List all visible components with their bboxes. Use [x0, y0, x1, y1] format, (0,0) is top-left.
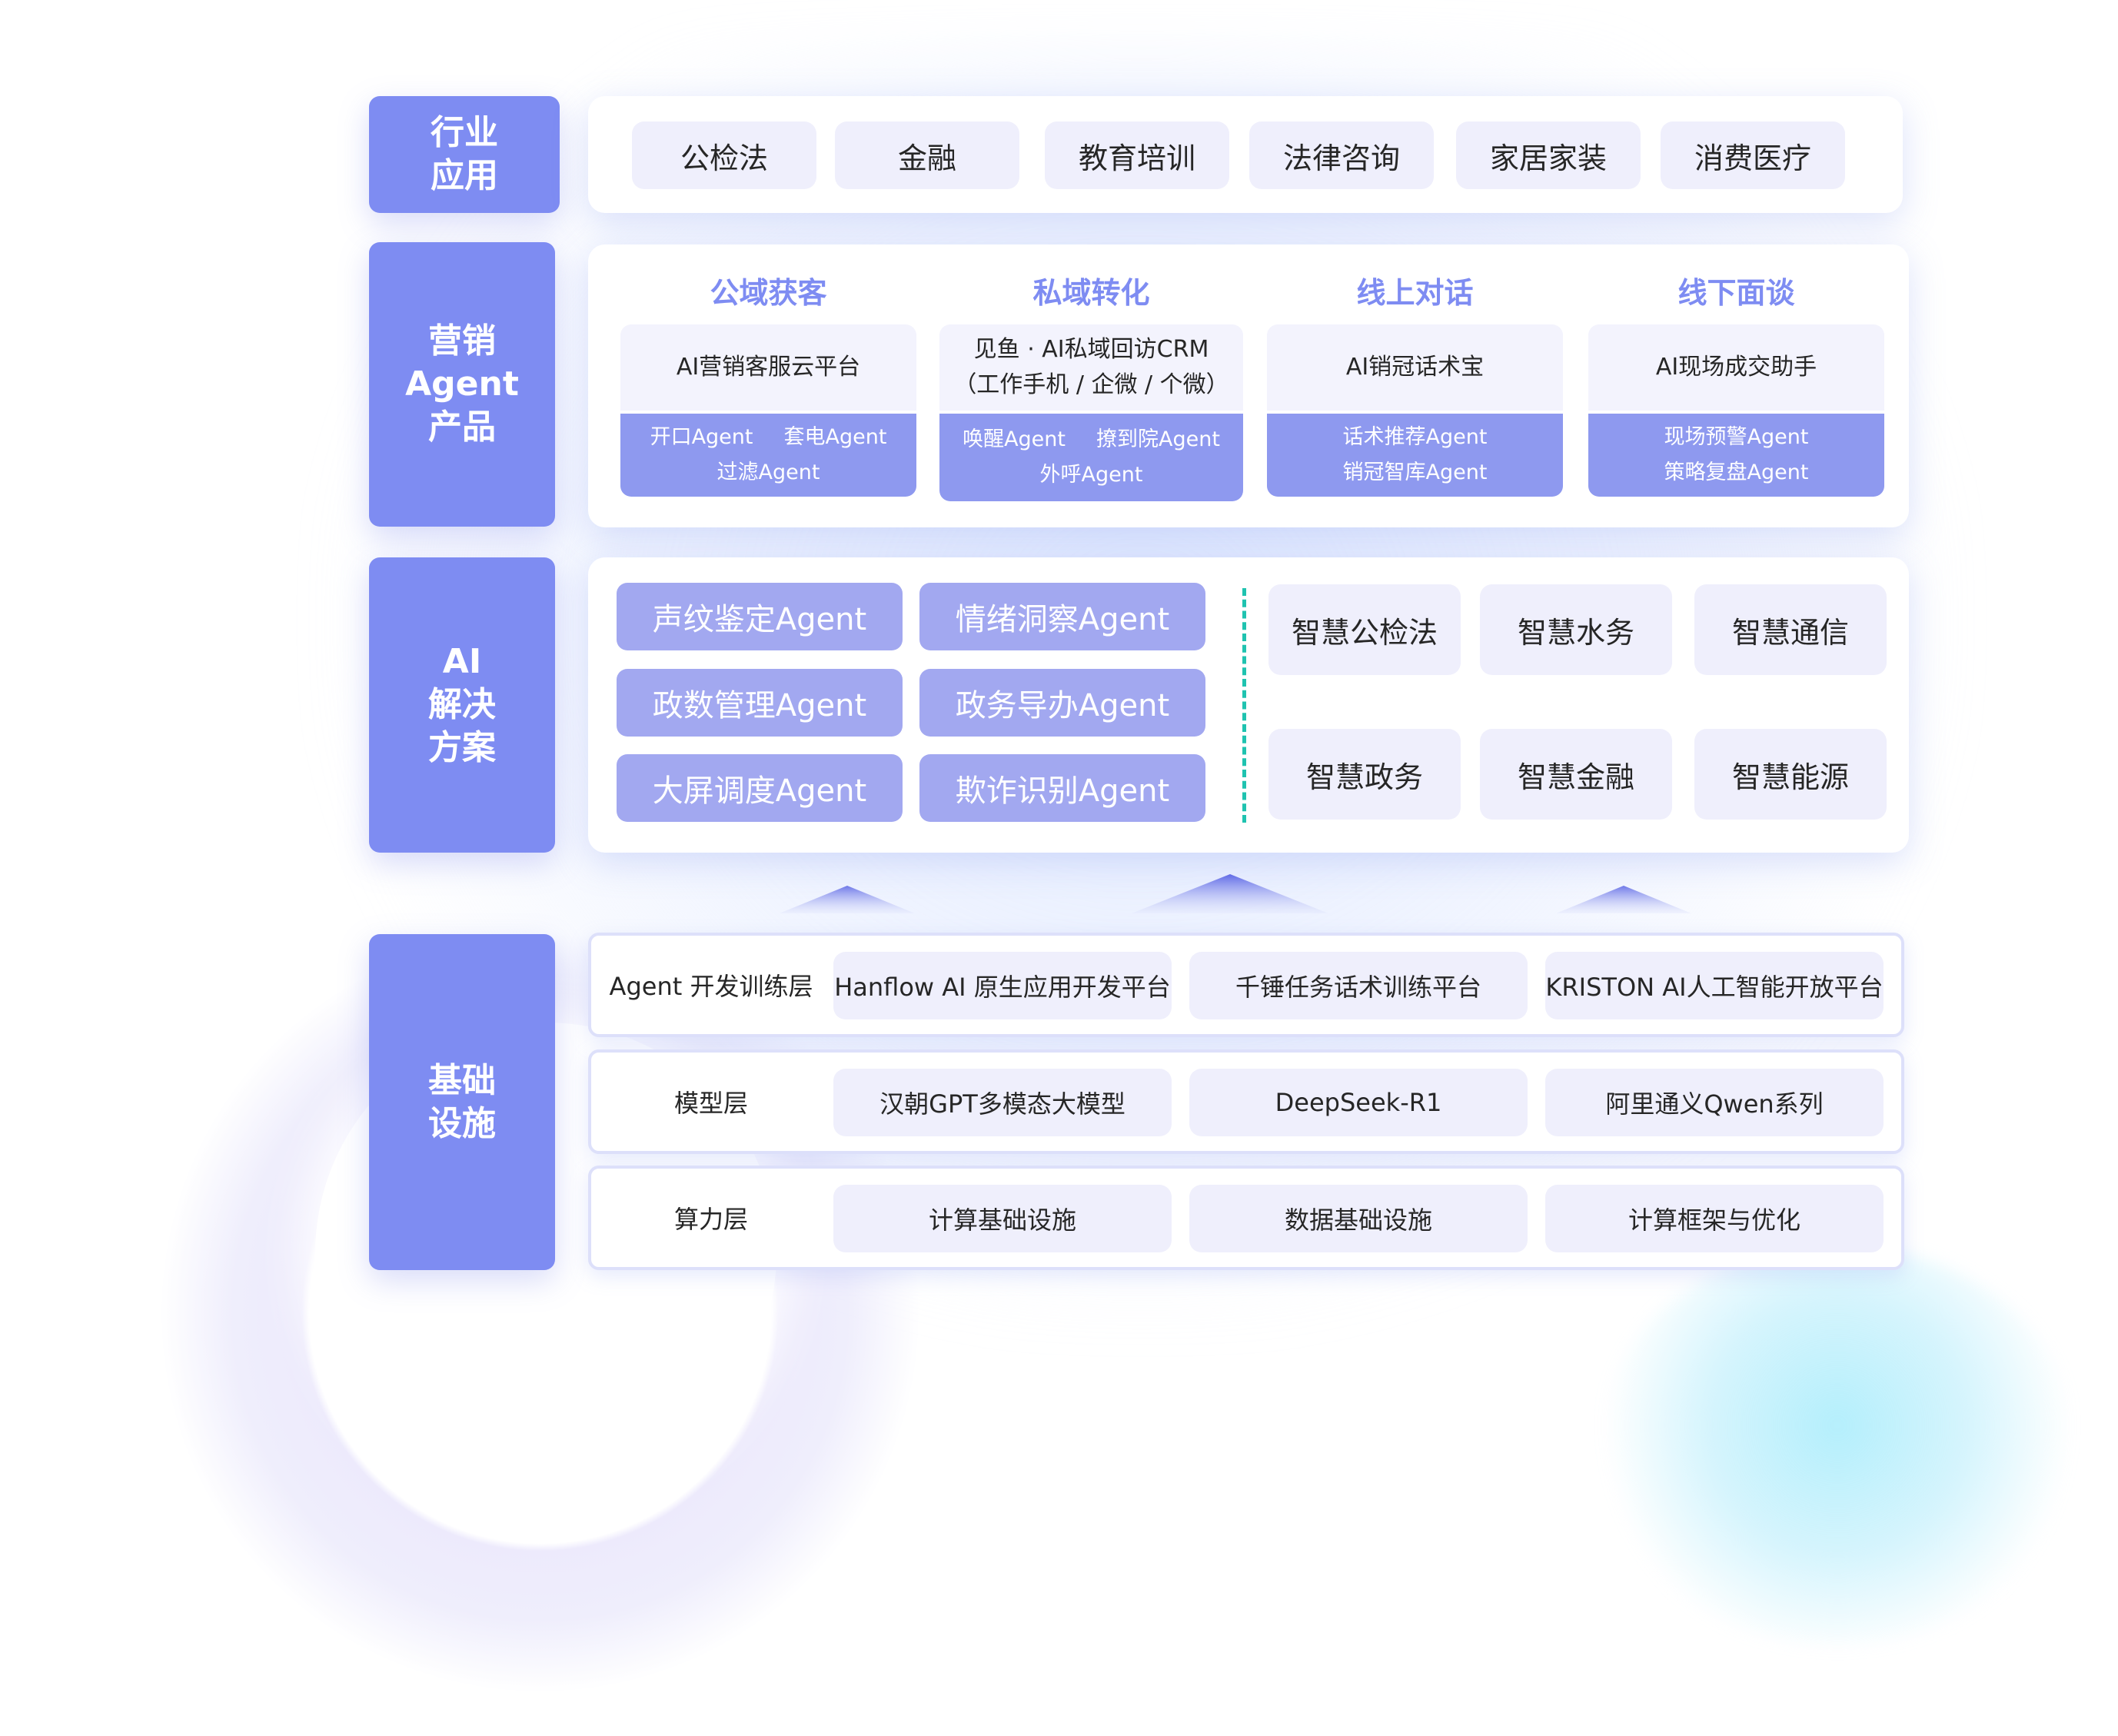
agent-tag: 外呼Agent — [1039, 463, 1143, 487]
product-subtitle: （工作手机 / 企微 / 个微） — [953, 371, 1229, 398]
smart-solution[interactable]: 智慧金融 — [1480, 729, 1672, 820]
agent-tag: 现场预警Agent — [1664, 425, 1809, 449]
smart-solution[interactable]: 智慧公检法 — [1268, 584, 1461, 675]
category-industry: 行业 应用 — [369, 96, 560, 213]
product-name: AI营销客服云平台 — [676, 354, 861, 381]
category-infrastructure: 基础 设施 — [369, 934, 555, 1270]
smart-solution[interactable]: 智慧通信 — [1694, 584, 1887, 675]
product-card-top[interactable]: AI现场成交助手 — [1588, 324, 1884, 411]
smart-solution[interactable]: 智慧能源 — [1694, 729, 1887, 820]
solution-agent[interactable]: 声纹鉴定Agent — [617, 583, 903, 650]
infra-row-label: Agent 开发训练层 — [609, 972, 813, 1001]
marketing-heading: 私域转化 — [1032, 276, 1150, 310]
solution-agent[interactable]: 欺诈识别Agent — [919, 754, 1205, 822]
marketing-heading: 线下面谈 — [1677, 276, 1795, 310]
infra-item[interactable]: Hanflow AI 原生应用开发平台 — [833, 952, 1172, 1019]
solution-agent[interactable]: 大屏调度Agent — [617, 754, 903, 822]
solution-agent[interactable]: 政务导办Agent — [919, 669, 1205, 737]
category-ai-solutions: AI 解决 方案 — [369, 557, 555, 853]
agent-tag: 话术推荐Agent — [1342, 425, 1488, 449]
marketing-heading: 线上对话 — [1356, 276, 1474, 310]
solution-agent[interactable]: 政数管理Agent — [617, 669, 903, 737]
agent-tag: 套电Agent — [783, 425, 887, 449]
dashed-divider — [1242, 588, 1246, 823]
agent-tag: 开口Agent — [650, 425, 753, 449]
up-arrow-icon — [1556, 886, 1691, 913]
solution-agent[interactable]: 情绪洞察Agent — [919, 583, 1205, 650]
product-card-top[interactable]: 见鱼 · AI私域回访CRM （工作手机 / 企微 / 个微） — [939, 324, 1243, 411]
infra-row-label: 算力层 — [673, 1205, 748, 1234]
product-card-agents: 现场预警Agent 策略复盘Agent — [1588, 414, 1884, 497]
agent-tag: 策略复盘Agent — [1664, 461, 1809, 484]
agent-tag: 撩到院Agent — [1096, 427, 1220, 451]
marketing-heading: 公域获客 — [710, 276, 827, 310]
infra-item[interactable]: KRISTON AI人工智能开放平台 — [1545, 952, 1884, 1019]
up-arrow-icon — [1132, 874, 1328, 913]
infra-item[interactable]: 阿里通义Qwen系列 — [1545, 1069, 1884, 1136]
agent-tag: 过滤Agent — [717, 461, 820, 484]
product-card-top[interactable]: AI营销客服云平台 — [620, 324, 916, 411]
product-name: 见鱼 · AI私域回访CRM — [973, 336, 1209, 363]
smart-solution[interactable]: 智慧政务 — [1268, 729, 1461, 820]
industry-item[interactable]: 公检法 — [632, 121, 816, 189]
infra-item[interactable]: 千锤任务话术训练平台 — [1189, 952, 1528, 1019]
up-arrow-icon — [780, 886, 915, 913]
infra-item[interactable]: 计算框架与优化 — [1545, 1185, 1884, 1252]
infra-item[interactable]: 数据基础设施 — [1189, 1185, 1528, 1252]
infra-item[interactable]: DeepSeek-R1 — [1189, 1069, 1528, 1136]
infra-row-label: 模型层 — [673, 1089, 748, 1118]
infra-item[interactable]: 汉朝GPT多模态大模型 — [833, 1069, 1172, 1136]
product-card-agents: 开口Agent 套电Agent 过滤Agent — [620, 414, 916, 497]
category-marketing: 营销 Agent 产品 — [369, 242, 555, 527]
decorative-cyan-blob — [1599, 1245, 2076, 1645]
product-card-agents: 唤醒Agent 撩到院Agent 外呼Agent — [939, 414, 1243, 501]
product-card-agents: 话术推荐Agent 销冠智库Agent — [1267, 414, 1563, 497]
infra-item[interactable]: 计算基础设施 — [833, 1185, 1172, 1252]
industry-item[interactable]: 法律咨询 — [1249, 121, 1434, 189]
product-card-top[interactable]: AI销冠话术宝 — [1267, 324, 1563, 411]
industry-item[interactable]: 家居家装 — [1456, 121, 1641, 189]
industry-item[interactable]: 教育培训 — [1045, 121, 1229, 189]
industry-item[interactable]: 金融 — [835, 121, 1019, 189]
smart-solution[interactable]: 智慧水务 — [1480, 584, 1672, 675]
industry-item[interactable]: 消费医疗 — [1661, 121, 1845, 189]
agent-tag: 唤醒Agent — [963, 427, 1066, 451]
product-name: AI销冠话术宝 — [1345, 354, 1485, 381]
product-name: AI现场成交助手 — [1655, 354, 1817, 381]
agent-tag: 销冠智库Agent — [1342, 461, 1488, 484]
